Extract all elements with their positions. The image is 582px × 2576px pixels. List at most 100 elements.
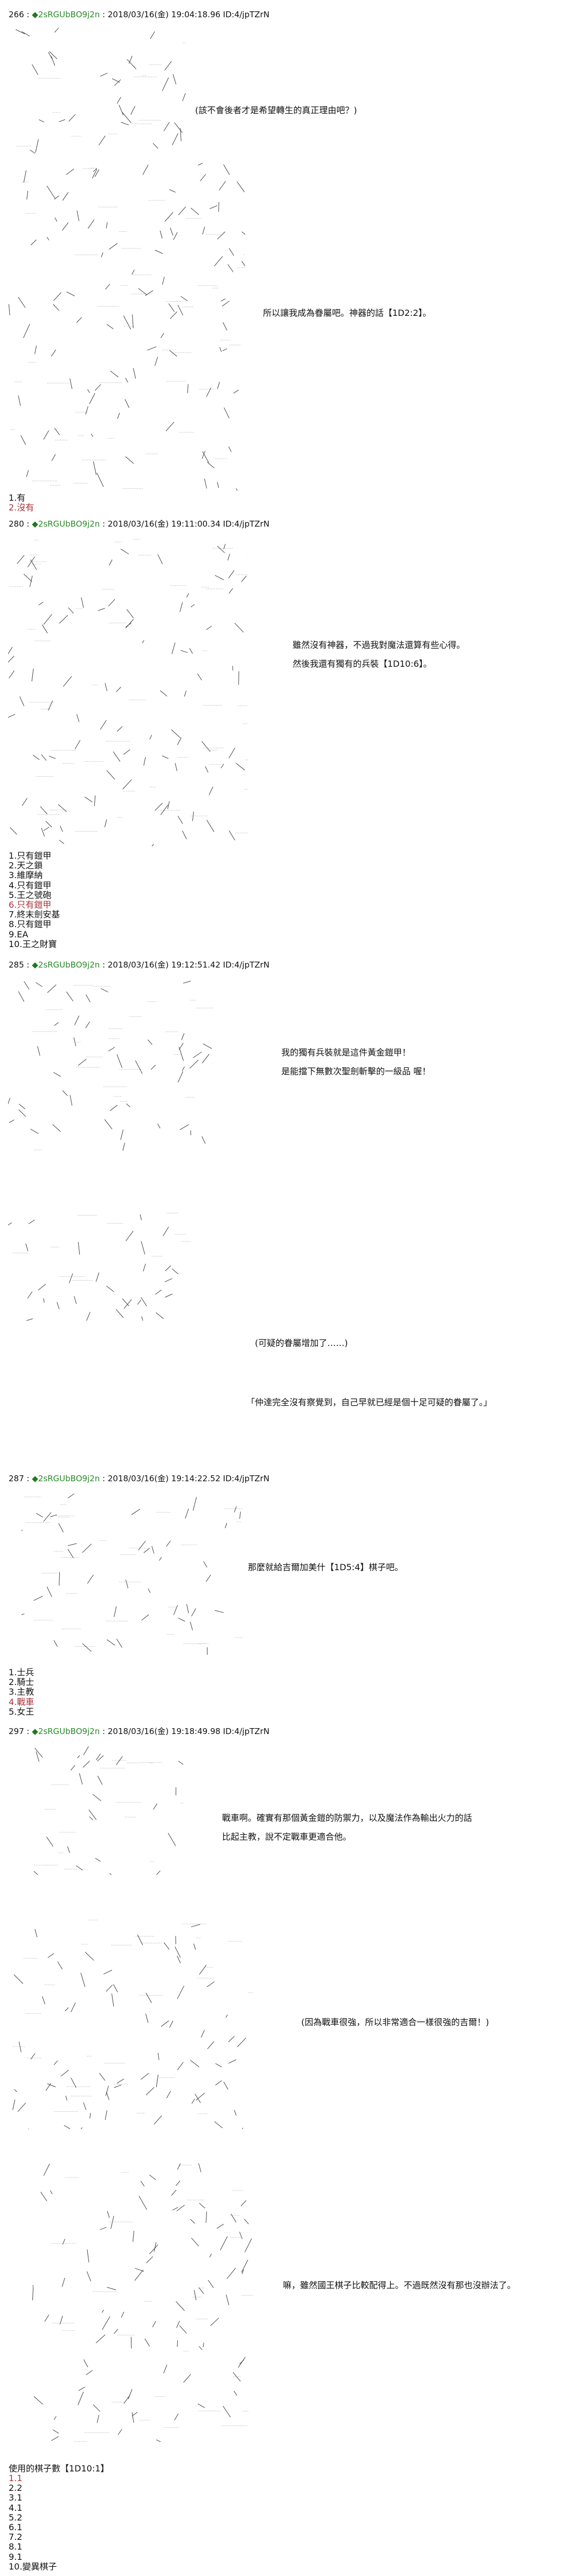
ascii-stroke <box>33 2396 44 2405</box>
ascii-stroke <box>81 597 84 608</box>
ascii-stroke <box>214 2121 223 2129</box>
ascii-stroke <box>101 252 103 258</box>
ascii-stroke <box>241 2260 248 2273</box>
ascii-stroke <box>84 796 93 803</box>
ascii-stroke <box>163 2365 168 2374</box>
trip-diamond-icon: ◆ <box>32 960 38 970</box>
tripcode[interactable]: 2sRGUbBO9j2n <box>38 1474 100 1483</box>
ascii-art-strokes <box>8 163 245 491</box>
ascii-stroke <box>33 1596 43 1601</box>
ascii-stroke <box>33 1871 39 1875</box>
ascii-stroke <box>116 1639 122 1648</box>
ascii-stroke <box>203 1561 207 1568</box>
ascii-stroke <box>210 205 218 209</box>
ascii-stroke <box>175 1946 181 1958</box>
ascii-stroke <box>114 1606 117 1617</box>
ascii-stroke <box>177 1956 181 1964</box>
ascii-stroke <box>26 191 29 200</box>
ascii-stroke <box>160 804 169 815</box>
ascii-stroke <box>116 1054 123 1068</box>
ascii-stroke <box>152 2321 156 2328</box>
ascii-stroke <box>9 1120 15 1123</box>
ascii-stroke <box>53 2060 58 2066</box>
ascii-stroke <box>54 217 58 222</box>
post-header: 287 : ◆2sRGUbBO9j2n : 2018/03/16(金) 19:1… <box>9 1474 269 1483</box>
ascii-stroke <box>175 763 177 771</box>
ascii-stroke <box>206 819 214 832</box>
ascii-stroke <box>219 347 222 353</box>
ascii-stroke <box>18 1109 26 1117</box>
post-text: 戰車啊。確實有那個黃金鎧的防禦力，以及魔法作為輸出火力的話 <box>222 1813 473 1823</box>
ascii-stroke <box>92 1794 101 1801</box>
ascii-stroke <box>156 2074 158 2088</box>
post-text: 是能擋下無數次聖劍斬擊的一級品 喔！ <box>281 1066 431 1076</box>
ascii-stroke <box>36 1751 39 1762</box>
ascii-stroke <box>226 2295 230 2305</box>
option: 2.騎士 <box>9 1677 34 1688</box>
ascii-stroke <box>85 1021 90 1028</box>
ascii-stroke <box>126 623 131 627</box>
ascii-art-strokes <box>15 27 186 154</box>
ascii-stroke <box>98 608 105 611</box>
ascii-stroke <box>202 226 205 235</box>
ascii-stroke <box>68 607 74 614</box>
ascii-stroke <box>131 1509 141 1515</box>
ascii-stroke <box>134 2269 143 2281</box>
option: 8.只有鎧甲 <box>9 919 52 930</box>
ascii-stroke <box>108 1047 115 1052</box>
ascii-stroke <box>202 451 209 463</box>
ascii-stroke <box>82 1643 92 1652</box>
ascii-stroke <box>160 333 164 339</box>
ascii-stroke <box>106 770 115 780</box>
ascii-stroke <box>74 1016 80 1025</box>
ascii-stroke <box>123 315 131 330</box>
tripcode[interactable]: 2sRGUbBO9j2n <box>38 960 100 970</box>
tripcode[interactable]: 2sRGUbBO9j2n <box>38 10 100 19</box>
ascii-stroke <box>206 387 211 397</box>
ascii-stroke <box>107 2211 110 2218</box>
ascii-stroke <box>122 112 131 123</box>
ascii-stroke <box>87 1574 94 1584</box>
tripcode[interactable]: 2sRGUbBO9j2n <box>38 519 100 529</box>
ascii-stroke <box>53 1640 58 1647</box>
ascii-stroke <box>70 1765 75 1771</box>
ascii-stroke <box>234 1506 237 1513</box>
ascii-stroke <box>237 2038 246 2047</box>
trip-diamond-icon: ◆ <box>32 1726 38 1736</box>
ascii-stroke <box>78 2386 86 2391</box>
ascii-stroke <box>207 462 214 468</box>
ascii-stroke <box>36 1513 43 1518</box>
ascii-stroke <box>191 1924 200 1928</box>
ascii-stroke <box>182 93 186 101</box>
ascii-stroke <box>107 1639 115 1646</box>
ascii-stroke <box>178 206 186 216</box>
ascii-stroke <box>54 427 60 436</box>
ascii-stroke <box>100 2227 107 2230</box>
ascii-stroke <box>183 980 191 984</box>
post-text: (因為戰車很強，所以非常適合一樣很強的吉爾！) <box>301 2017 489 2027</box>
tripcode[interactable]: 2sRGUbBO9j2n <box>38 1726 100 1736</box>
ascii-stroke <box>178 1047 184 1061</box>
option: 9.1 <box>9 2551 23 2562</box>
ascii-stroke <box>41 754 47 761</box>
ascii-stroke <box>157 554 163 564</box>
ascii-stroke <box>170 227 174 236</box>
separator: : <box>24 960 32 970</box>
ascii-stroke <box>162 77 169 91</box>
ascii-stroke <box>9 670 15 679</box>
ascii-stroke <box>239 1511 241 1520</box>
ascii-stroke <box>73 1037 77 1046</box>
ascii-stroke <box>89 393 95 404</box>
ascii-stroke <box>177 1985 184 1999</box>
ascii-stroke <box>37 1046 40 1056</box>
ascii-stroke <box>220 2236 228 2250</box>
post-text: 然後我還有獨有的兵裝【1D10:6】。 <box>293 659 432 669</box>
ascii-stroke <box>122 1298 129 1307</box>
ascii-stroke <box>224 407 230 419</box>
ascii-stroke <box>239 2232 243 2240</box>
ascii-stroke <box>190 604 195 607</box>
ascii-stroke <box>121 122 129 126</box>
ascii-stroke <box>214 1610 224 1613</box>
post-text: 所以讓我成為眷屬吧。神器的話【1D2:2】。 <box>263 308 432 318</box>
